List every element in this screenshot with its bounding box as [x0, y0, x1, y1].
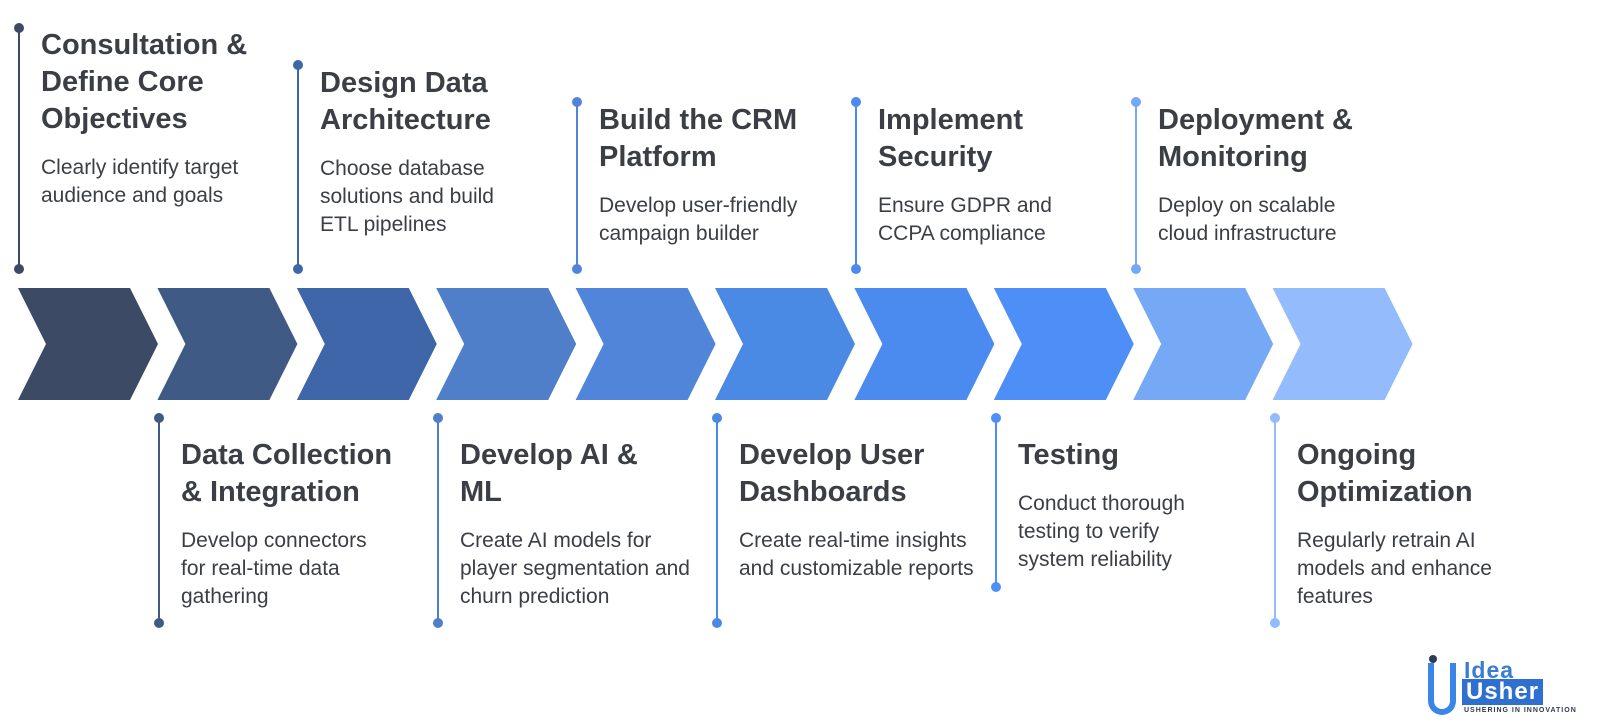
step-description: Create AI models for player segmentation…	[460, 529, 690, 608]
step-4: Develop AI & ML Create AI models for pla…	[460, 437, 700, 611]
step-title: Build the CRM Platform	[599, 104, 798, 173]
step-3: Design Data Architecture Choose database…	[320, 65, 560, 239]
step-title: Consultation & Define Core Objectives	[41, 29, 248, 135]
step-8: Testing Conduct thorough testing to veri…	[1018, 437, 1258, 574]
connector-line-10	[1274, 418, 1276, 623]
step-title: Develop AI & ML	[460, 439, 638, 508]
step-description: Develop connectors for real-time data ga…	[181, 529, 367, 608]
step-9: Deployment & Monitoring Deploy on scalab…	[1158, 102, 1398, 248]
connector-dot-6a	[712, 413, 722, 423]
connector-dot-3a	[293, 60, 303, 70]
connector-dot-5b	[572, 264, 582, 274]
chevron-4	[436, 288, 577, 400]
step-description: Ensure GDPR and CCPA compliance	[878, 194, 1052, 245]
logo-word-idea: Idea	[1464, 657, 1515, 683]
step-title: Data Collection & Integration	[181, 439, 393, 508]
connector-dot-10a	[1270, 413, 1280, 423]
connector-dot-5a	[572, 97, 582, 107]
connector-line-5	[576, 102, 578, 270]
step-description: Deploy on scalable cloud infrastructure	[1158, 194, 1337, 245]
connector-dot-1b	[14, 264, 24, 274]
step-7: Implement Security Ensure GDPR and CCPA …	[878, 102, 1118, 248]
logo-tagline: USHERING IN INNOVATION	[1464, 707, 1577, 714]
connector-dot-6b	[712, 618, 722, 628]
step-description: Choose database solutions and build ETL …	[320, 157, 494, 236]
step-description: Conduct thorough testing to verify syste…	[1018, 492, 1185, 571]
chevron-9	[1133, 288, 1274, 400]
step-description: Develop user-friendly campaign builder	[599, 194, 798, 245]
connector-line-2	[158, 418, 160, 623]
connector-dot-8a	[991, 413, 1001, 423]
connector-dot-4b	[433, 618, 443, 628]
connector-line-9	[1135, 102, 1137, 270]
step-title: Testing	[1018, 439, 1119, 471]
step-title: Develop User Dashboards	[739, 439, 925, 508]
connector-line-8	[995, 418, 997, 586]
chevron-3	[296, 288, 437, 400]
connector-line-4	[437, 418, 439, 623]
connector-dot-7a	[851, 97, 861, 107]
connector-dot-1a	[14, 23, 24, 33]
step-2: Data Collection & Integration Develop co…	[181, 437, 421, 611]
connector-line-3	[297, 65, 299, 270]
connector-dot-4a	[433, 413, 443, 423]
logo-dot-icon	[1429, 655, 1437, 663]
step-description: Create real-time insights and customizab…	[739, 529, 974, 580]
connector-dot-8b	[991, 582, 1001, 592]
chevron-2	[157, 288, 298, 400]
connector-dot-9a	[1131, 97, 1141, 107]
chevron-1	[18, 288, 158, 400]
step-title: Implement Security	[878, 104, 1024, 173]
connector-dot-2b	[154, 618, 164, 628]
chevron-6	[715, 288, 855, 400]
step-title: Ongoing Optimization	[1297, 439, 1473, 508]
step-description: Regularly retrain AI models and enhance …	[1297, 529, 1492, 608]
chevron-8	[993, 288, 1134, 400]
logo-word-usher: Usher	[1462, 679, 1544, 705]
connector-line-1	[18, 28, 20, 268]
idea-usher-logo: Idea Usher USHERING IN INNOVATION	[1428, 655, 1590, 723]
logo-u-mark-icon	[1428, 663, 1456, 715]
step-title: Deployment & Monitoring	[1158, 104, 1353, 173]
step-1: Consultation & Define Core Objectives Cl…	[41, 27, 281, 210]
connector-line-7	[855, 102, 857, 270]
connector-dot-2a	[154, 413, 164, 423]
connector-line-6	[716, 418, 718, 623]
step-title: Design Data Architecture	[320, 67, 491, 136]
step-10: Ongoing Optimization Regularly retrain A…	[1297, 437, 1537, 611]
connector-dot-7b	[851, 264, 861, 274]
connector-dot-3b	[293, 264, 303, 274]
connector-dot-10b	[1270, 618, 1280, 628]
chevron-10	[1272, 288, 1413, 400]
chevron-7	[854, 288, 995, 400]
step-description: Clearly identify target audience and goa…	[41, 156, 239, 207]
step-5: Build the CRM Platform Develop user-frie…	[599, 102, 839, 248]
chevron-5	[575, 288, 716, 400]
connector-dot-9b	[1131, 264, 1141, 274]
step-6: Develop User Dashboards Create real-time…	[739, 437, 979, 583]
